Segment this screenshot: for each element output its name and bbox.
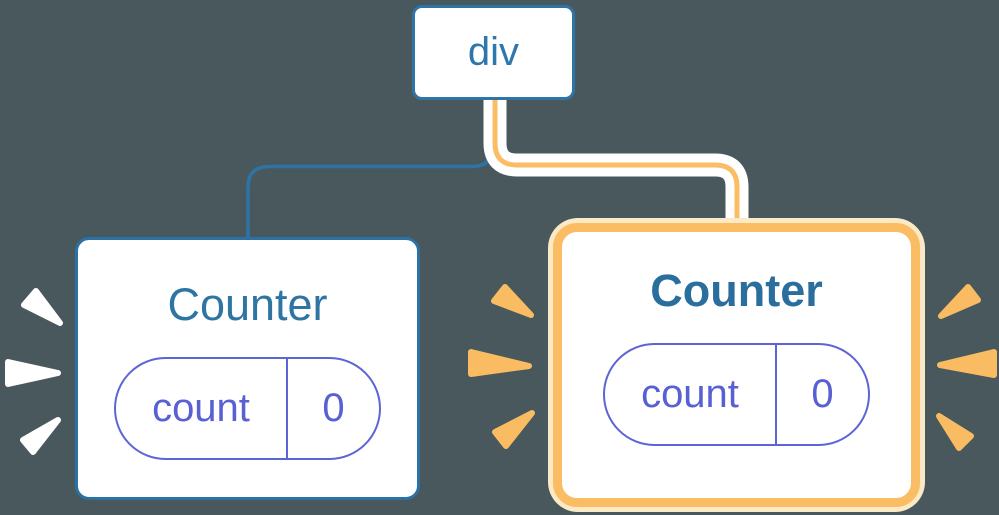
- sparkle-group-orange-right: [936, 284, 997, 451]
- sparkle-ray-icon: [21, 288, 63, 326]
- state-key-label: count: [116, 359, 288, 458]
- counter-title: Counter: [167, 279, 328, 330]
- counter-card-right-highlight: Counter count 0: [548, 218, 925, 512]
- connector-right-highlighted: [492, 99, 740, 234]
- sparkle-ray-icon: [491, 284, 534, 318]
- sparkle-ray-icon: [938, 284, 981, 319]
- state-pill: count 0: [603, 343, 870, 446]
- state-value: 0: [322, 386, 345, 430]
- counter-card-right: Counter count 0: [553, 223, 920, 507]
- sparkle-ray-icon: [492, 410, 535, 449]
- connector-right-casing: [483, 99, 749, 220]
- counter-card-left: Counter count 0: [75, 237, 420, 500]
- sparkle-ray-icon: [20, 417, 61, 455]
- state-pill: count 0: [114, 357, 381, 460]
- counter-title: Counter: [650, 265, 823, 316]
- sparkle-ray-icon: [468, 349, 532, 377]
- sparkle-ray-icon: [937, 349, 997, 378]
- sparkle-group-orange-left: [468, 284, 535, 449]
- state-value: 0: [811, 372, 834, 416]
- root-node-label: div: [467, 30, 520, 74]
- sparkle-ray-icon: [5, 359, 61, 387]
- connector-left-blue: [246, 99, 494, 241]
- sparkle-ray-icon: [936, 413, 974, 451]
- state-key-label: count: [605, 345, 777, 444]
- sparkle-group-white-left: [5, 288, 63, 455]
- root-node: div: [412, 5, 575, 100]
